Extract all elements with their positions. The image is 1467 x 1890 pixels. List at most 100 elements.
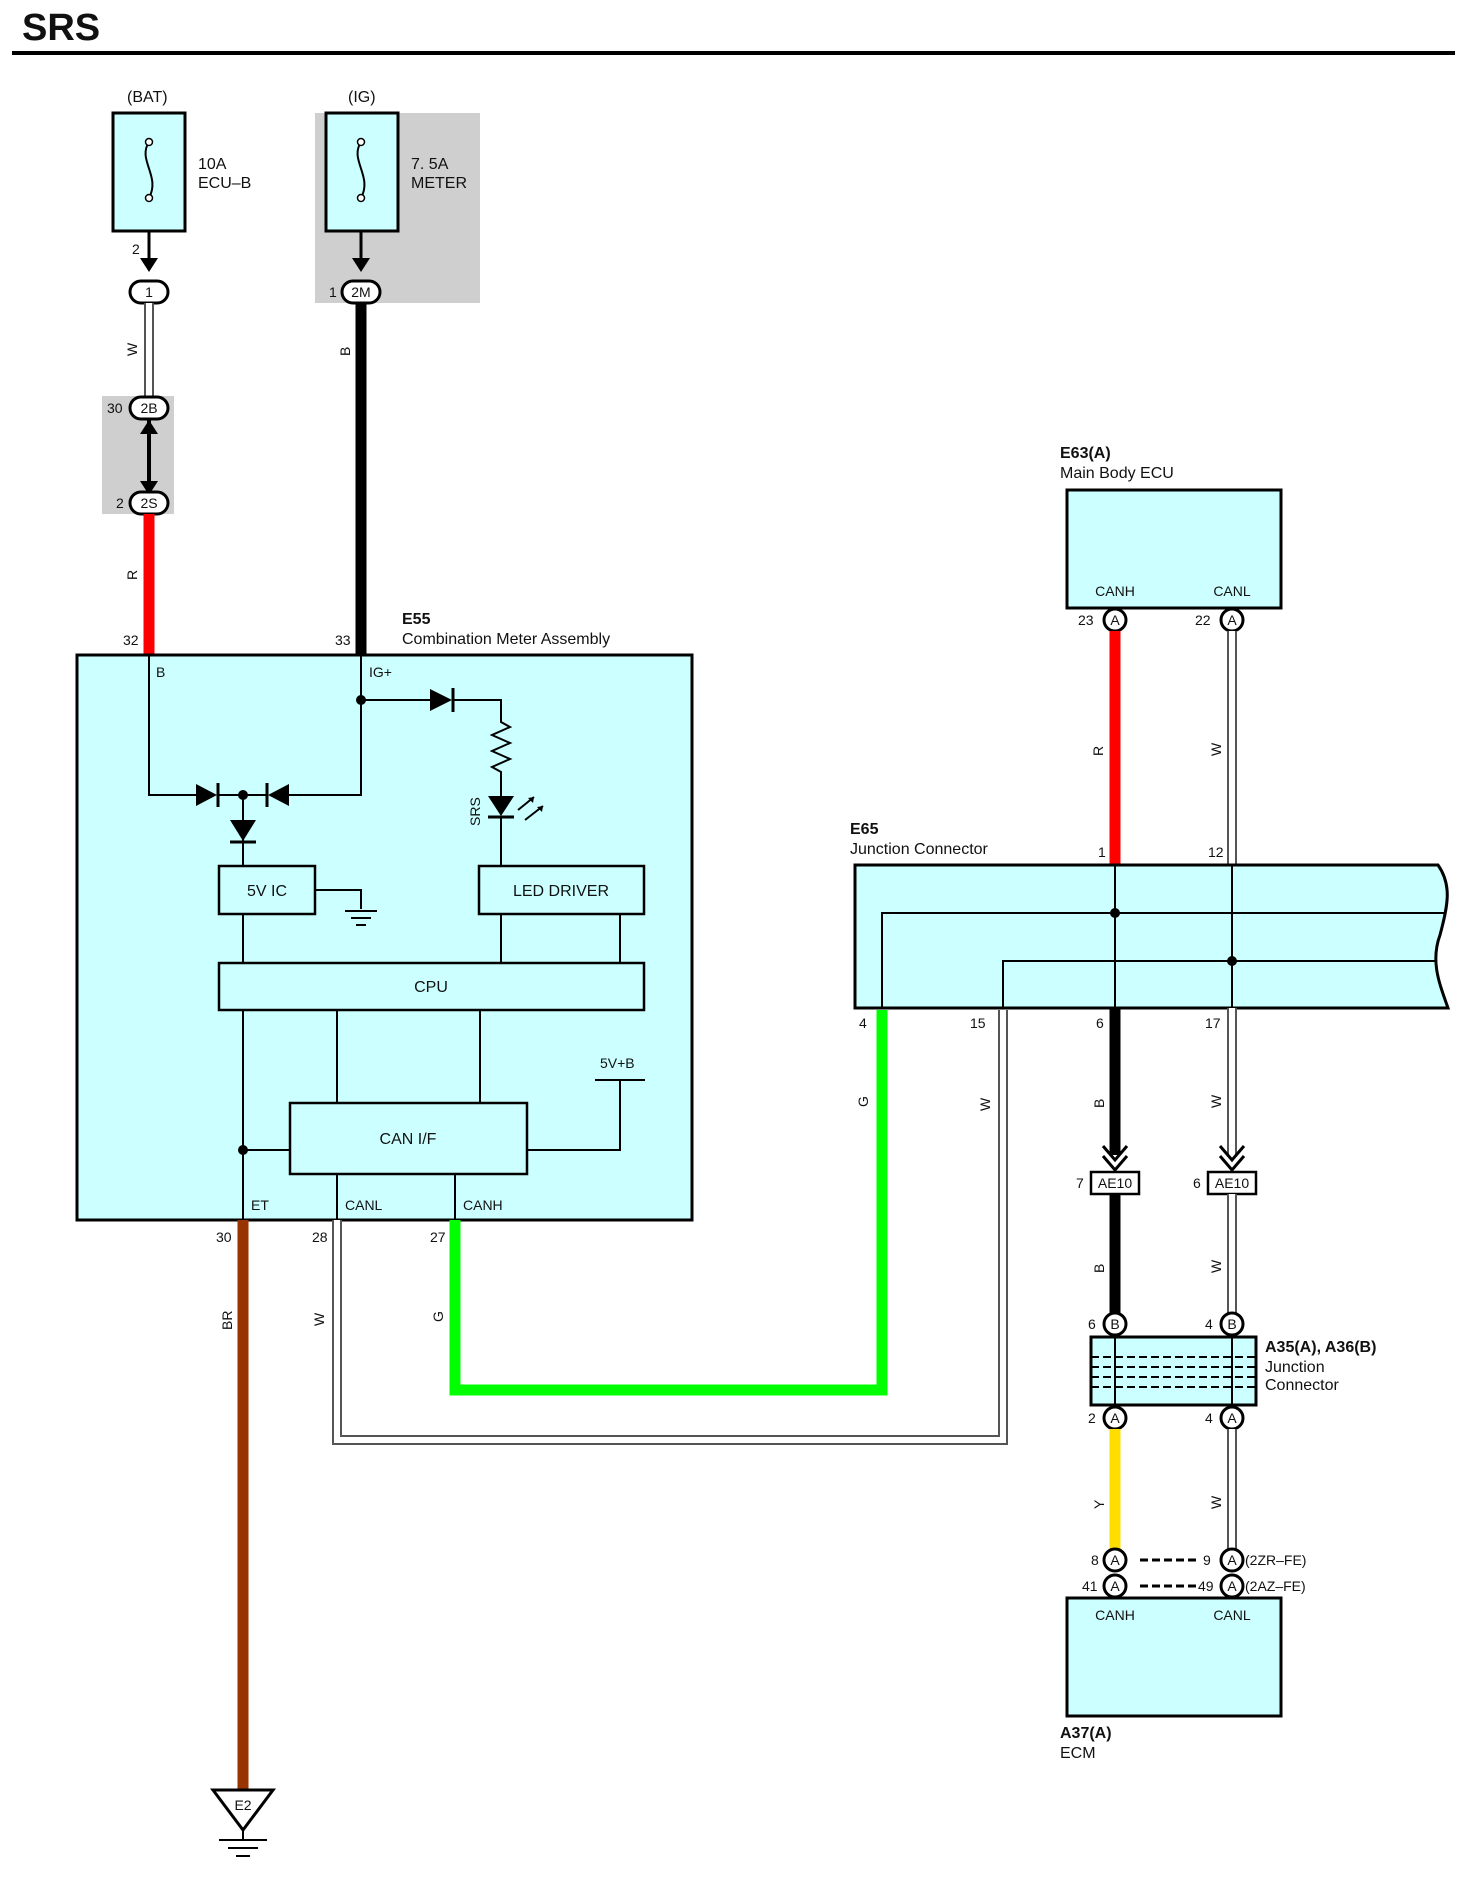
svg-text:A: A [1110, 1578, 1120, 1594]
svg-text:A: A [1227, 1578, 1237, 1594]
engine-variant-label: (2ZR–FE) [1245, 1552, 1306, 1568]
wire-color-label: Y [1091, 1499, 1107, 1509]
connector-a-e63-canl: A 22 [1195, 607, 1245, 633]
fuse-bat-supply-label: (BAT) [127, 89, 168, 106]
pin-label: 9 [1203, 1552, 1211, 1568]
wire-color-label: R [124, 570, 140, 580]
pin-label: 6 [1096, 1015, 1104, 1031]
pin-label: 12 [1208, 844, 1224, 860]
cpu-block [217, 961, 646, 1012]
connector-arrow-icon [140, 420, 158, 434]
pin-label: 23 [1078, 612, 1094, 628]
e63-code: E63(A) [1060, 445, 1111, 462]
connector-1: 1 [128, 279, 170, 305]
fuse-bat-rating: 10A [198, 156, 227, 173]
wire-color-label: G [855, 1096, 871, 1107]
diode-icon [430, 689, 452, 711]
connector-b-left: B 6 [1088, 1311, 1128, 1337]
svg-text:LED DRIVER: LED DRIVER [513, 883, 609, 900]
pin-label: 49 [1198, 1578, 1214, 1594]
connector-arrow-icon [1101, 1145, 1129, 1163]
pin-label: 6 [1088, 1316, 1096, 1332]
connector-a-right: A 4 [1205, 1405, 1245, 1431]
wire-color-label: R [1090, 746, 1106, 756]
svg-text:A: A [1227, 1552, 1237, 1568]
wire-color-label: W [311, 1312, 327, 1326]
resistor-icon [453, 699, 513, 796]
wire-color-label: W [1208, 1495, 1224, 1509]
pin-label: 2 [132, 241, 140, 257]
a37-code: A37(A) [1060, 1725, 1112, 1742]
pin-label: 2 [116, 495, 124, 511]
svg-text:CANL: CANL [1213, 1607, 1251, 1623]
engine-variant-label: (2AZ–FE) [1245, 1578, 1306, 1594]
fuse-bat-name: ECU–B [198, 175, 251, 192]
svg-text:2S: 2S [140, 495, 157, 511]
pin-label: 2 [1088, 1410, 1096, 1426]
wire-color-label: W [1208, 1259, 1224, 1273]
connector-b-right: B 4 [1205, 1311, 1245, 1337]
connector-arrow-icon [140, 258, 158, 272]
connector-a-left: A 2 [1088, 1405, 1128, 1431]
e55-code: E55 [402, 611, 431, 628]
pin-label: 30 [107, 400, 123, 416]
terminal-label: B [156, 664, 165, 680]
wire-color-label: B [337, 347, 353, 356]
e63-name: Main Body ECU [1060, 465, 1174, 482]
a37-name: ECM [1060, 1745, 1096, 1762]
main-body-ecu [1065, 488, 1283, 610]
pin-label: 28 [312, 1229, 328, 1245]
pin-label: 15 [970, 1015, 986, 1031]
svg-text:A: A [1227, 612, 1237, 628]
connector-2b: 2B 30 [107, 395, 170, 421]
terminal-label: ET [251, 1197, 269, 1213]
diode-icon [196, 784, 217, 806]
pin-label: 4 [1205, 1410, 1213, 1426]
diode-icon [268, 784, 289, 806]
e65-code: E65 [850, 821, 879, 838]
pin-label: 32 [123, 632, 139, 648]
svg-text:5V IC: 5V IC [247, 883, 287, 900]
wire-color-label: W [1208, 742, 1224, 756]
svg-text:CPU: CPU [414, 979, 448, 996]
svg-text:AE10: AE10 [1215, 1175, 1249, 1191]
e65-name: Junction Connector [850, 841, 989, 858]
connector-ae10-right: AE10 6 [1193, 1170, 1258, 1196]
fuse-ig-name: METER [411, 175, 467, 192]
svg-text:A: A [1110, 612, 1120, 628]
ecm-connector-pins: A A A A 8 9 41 49 (2ZR–FE) (2AZ–FE) [1082, 1547, 1306, 1599]
wire-color-label: W [977, 1097, 993, 1111]
fuse-element-icon [144, 141, 154, 199]
a35-code: A35(A), A36(B) [1265, 1339, 1376, 1356]
terminal-label: CANL [345, 1197, 383, 1213]
connector-2m: 2M 1 [329, 279, 382, 305]
5v-ic-block [217, 864, 317, 916]
led-driver-block [477, 864, 646, 916]
pin-label: 30 [216, 1229, 232, 1245]
ground-e2: E2 [210, 1788, 276, 1857]
svg-text:2B: 2B [140, 400, 157, 416]
svg-text:2M: 2M [351, 284, 370, 300]
terminal-label: CANH [463, 1197, 503, 1213]
ecm-box [1065, 1596, 1283, 1718]
svg-text:B: B [1110, 1316, 1119, 1332]
svg-text:E2: E2 [234, 1797, 251, 1813]
a35-name-1: Junction [1265, 1359, 1325, 1376]
fuse-ig-supply-label: (IG) [348, 89, 376, 106]
svg-text:CAN I/F: CAN I/F [380, 1131, 437, 1148]
fuse-element-icon [356, 141, 366, 199]
5v-b-label: 5V+B [600, 1055, 635, 1071]
wire-color-label: W [1208, 1094, 1224, 1108]
svg-text:A: A [1110, 1552, 1120, 1568]
pin-label: 4 [1205, 1316, 1213, 1332]
page-title: SRS [22, 7, 100, 49]
pin-label: 1 [1098, 844, 1106, 860]
svg-text:CANH: CANH [1095, 583, 1135, 599]
connector-1-label: 1 [145, 284, 153, 300]
wire-color-label: W [124, 342, 140, 356]
wire-color-label: G [430, 1311, 446, 1322]
pin-label: 27 [430, 1229, 446, 1245]
svg-text:CANL: CANL [1213, 583, 1251, 599]
fuse-ig-rating: 7. 5A [411, 156, 449, 173]
